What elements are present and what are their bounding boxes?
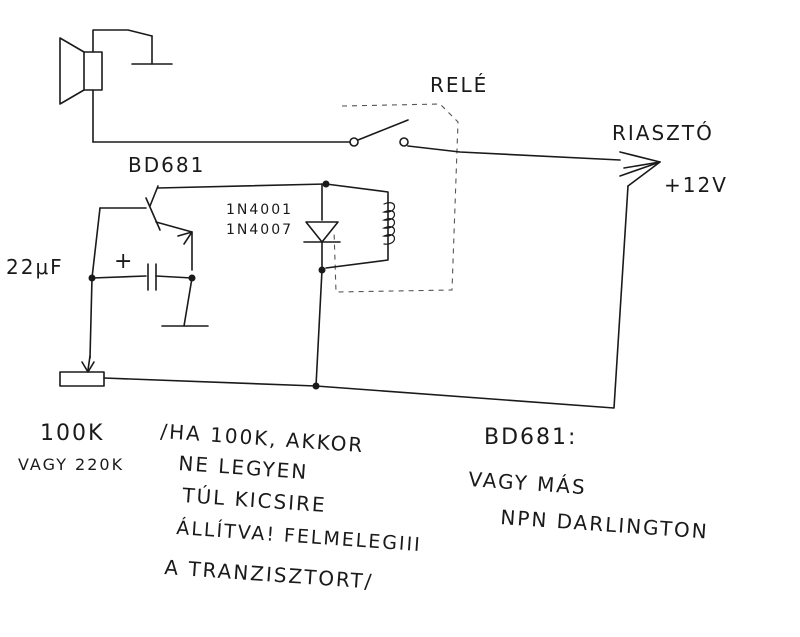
- junction-dot: [88, 274, 96, 282]
- wire-base-to-pot: [89, 207, 101, 359]
- junction-dot: [188, 274, 196, 282]
- warning-line-5: A TRANZISZTORT/: [164, 555, 375, 594]
- label-capacitor: 22μF: [6, 255, 64, 279]
- transistor-note: BD681: VAGY MÁS NPN DARLINGTON: [468, 425, 710, 544]
- label-diode-1: 1N4001: [226, 202, 293, 218]
- wire-middle-rail: [315, 269, 323, 387]
- warning-line-3: TÚL KICSIRE: [181, 483, 328, 517]
- label-plus12v: +12V: [664, 173, 728, 197]
- label-diode-2: 1N4007: [226, 222, 293, 238]
- relay-switch: [349, 119, 409, 147]
- transistor-note-1: BD681:: [484, 425, 577, 450]
- warning-note: /HA 100K, AKKOR NE LEGYEN TÚL KICSIRE ÁL…: [160, 419, 423, 594]
- transistor-note-2: VAGY MÁS: [468, 467, 588, 499]
- transistor-note-3: NPN DARLINGTON: [500, 505, 710, 543]
- relay-coil: [325, 183, 396, 269]
- speaker-icon: [59, 29, 173, 143]
- junction-dot: [318, 266, 326, 274]
- transistor-icon: [99, 185, 193, 271]
- label-pot-value-1: 100K: [40, 421, 104, 446]
- warning-line-4: ÁLLÍTVA! FELMELEGIII: [176, 516, 423, 556]
- wire-collector: [157, 183, 327, 189]
- capacitor-icon: [91, 263, 209, 327]
- label-transistor: BD681: [128, 153, 205, 177]
- label-pot-value-2: VAGY 220K: [18, 455, 124, 474]
- wire-relay-to-alarm: [407, 145, 621, 161]
- arrow-icon: [619, 151, 661, 187]
- junction-dot: [312, 382, 320, 390]
- wire-supply-rail: [315, 185, 629, 409]
- relay-enclosure: [333, 103, 459, 293]
- warning-line-2: NE LEGYEN: [178, 451, 309, 484]
- label-riaszto: RIASZTÓ: [612, 121, 714, 145]
- diode-icon: [303, 183, 341, 271]
- label-cap-polarity: +: [114, 249, 134, 274]
- label-rele: RELÉ: [430, 73, 488, 97]
- junction-dot: [322, 180, 330, 188]
- potentiometer-icon: [59, 355, 317, 387]
